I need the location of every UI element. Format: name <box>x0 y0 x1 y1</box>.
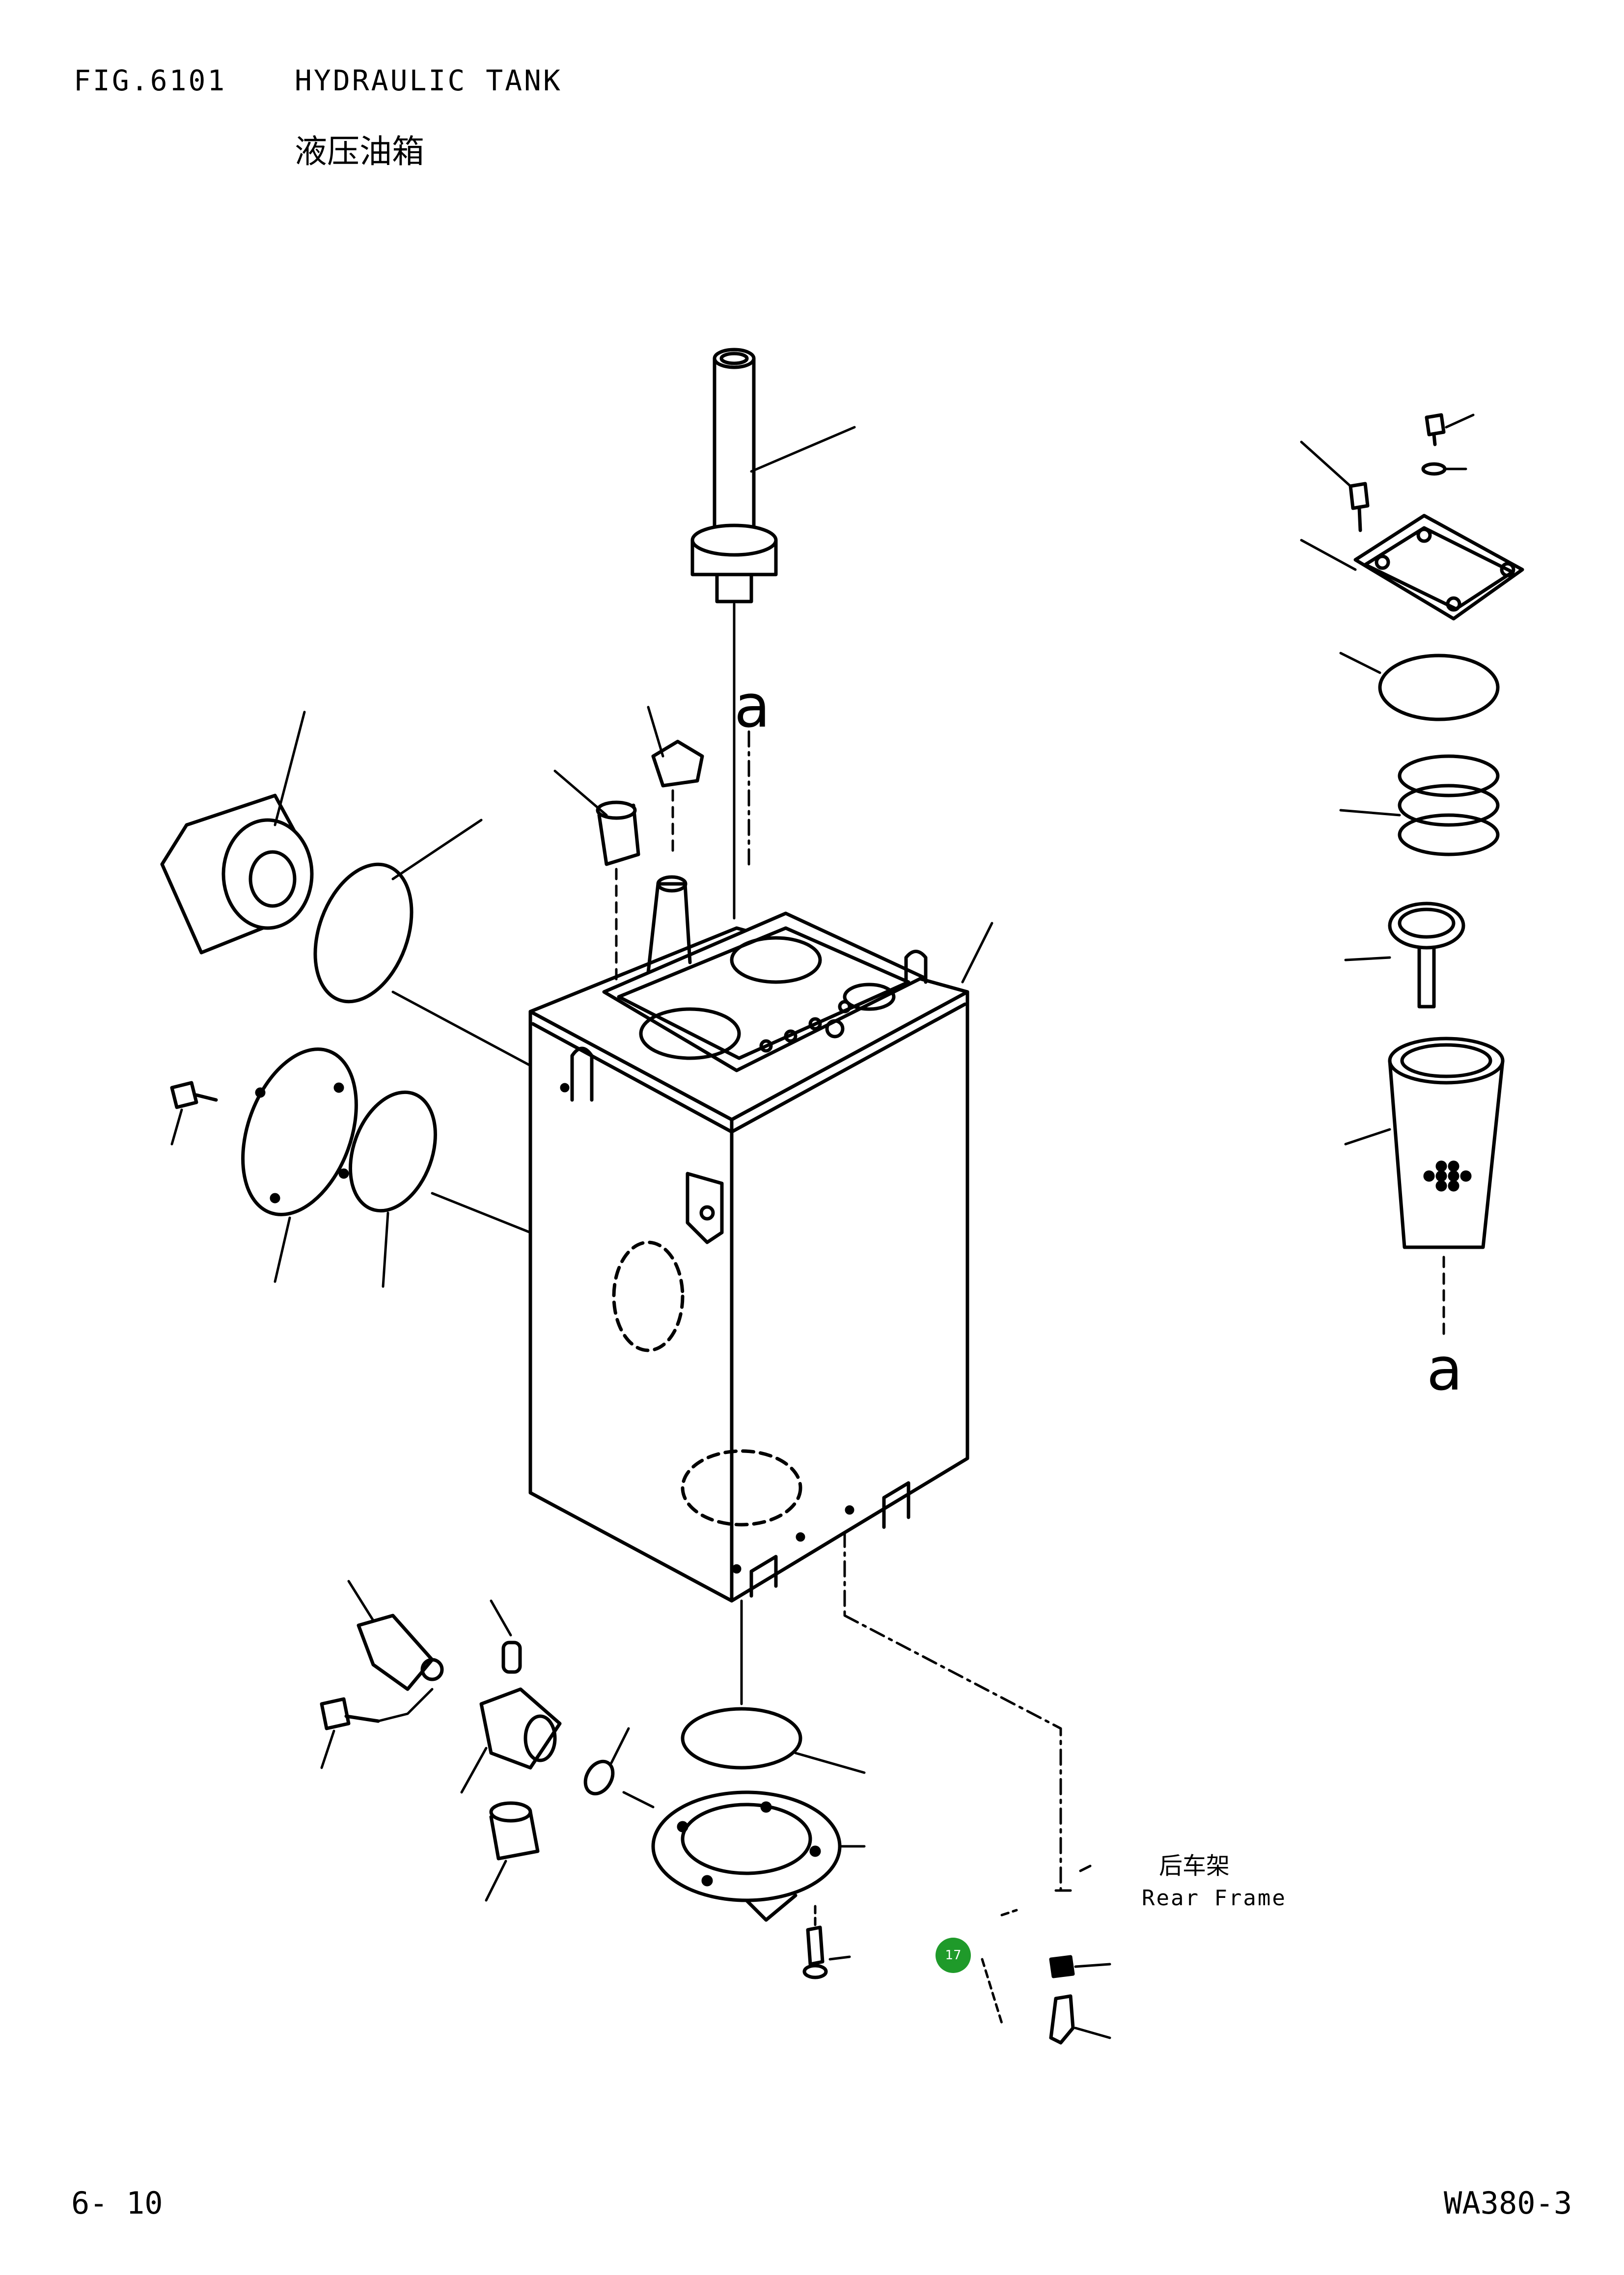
suction-pipe <box>690 348 856 920</box>
o-ring-2 <box>349 1090 437 1213</box>
plug <box>485 1801 540 1902</box>
rear-frame-mount <box>981 1864 1111 2045</box>
o-ring-1 <box>313 862 413 1004</box>
valve-assembly <box>1344 902 1465 1009</box>
figure-title: HYDRAULIC TANK <box>295 64 562 97</box>
hydraulic-tank-body <box>528 875 969 1603</box>
bolt-left <box>170 1081 218 1146</box>
bottom-cover <box>651 1790 866 1922</box>
figure-title-chinese: 液压油箱 <box>295 133 424 170</box>
reference-mark-a-top: a <box>734 673 771 741</box>
reference-mark-a-right: a <box>1427 1336 1463 1404</box>
bolt-lower-left <box>320 1688 434 1769</box>
page-number: 6- 10 <box>71 2185 163 2221</box>
breather-cap <box>160 711 314 955</box>
elbow-fitting <box>347 1580 444 1691</box>
pin <box>490 1599 522 1674</box>
o-ring-bottom <box>681 1707 802 1770</box>
figure-number: FIG.6101 <box>74 64 227 97</box>
part-callout-17[interactable]: 17 <box>936 1938 971 1973</box>
bolt-bottom-cover <box>802 1904 851 1979</box>
o-ring-small <box>583 1759 615 1796</box>
cap-fitting <box>647 706 704 788</box>
cover-gasket <box>241 1047 358 1216</box>
model-number: WA380-3 <box>1444 2185 1572 2221</box>
drain-fitting <box>553 769 640 866</box>
rear-frame-label: Rear Frame <box>1142 1886 1287 1911</box>
o-ring-filter <box>1378 654 1500 721</box>
rear-frame-label-chinese: 后车架 <box>1159 1852 1230 1880</box>
filter-cover <box>1300 514 1524 621</box>
spring <box>1339 754 1500 856</box>
filter-element <box>1344 1037 1505 1337</box>
swivel-adapter <box>460 1687 562 1794</box>
cover-bolts <box>1300 413 1475 532</box>
